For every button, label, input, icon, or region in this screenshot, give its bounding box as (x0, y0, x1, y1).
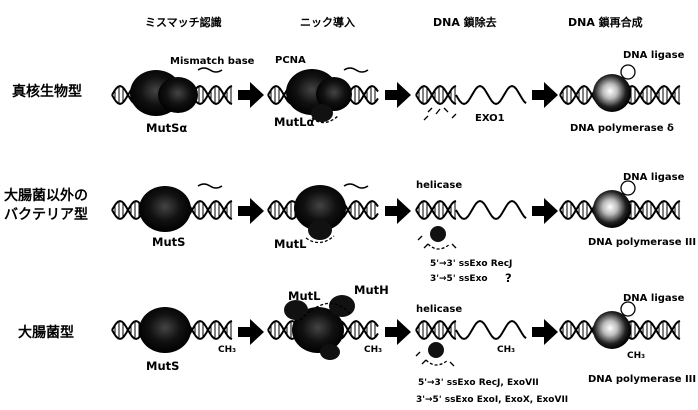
label-pol-delta: DNA polymerase δ (570, 123, 674, 134)
mutS-complex (139, 307, 191, 353)
arrow-icon (385, 319, 411, 345)
label-dna-ligase: DNA ligase (623, 293, 685, 304)
arrow-icon (532, 82, 558, 108)
label-ch3: CH₃ (364, 345, 382, 355)
mismatch-arrow (343, 67, 369, 73)
single-strand-dna (455, 84, 527, 106)
label-mutS-alpha: MutSα (146, 121, 187, 135)
label-ch3: CH₃ (218, 345, 236, 355)
arrow-icon (238, 82, 264, 108)
label-ecoli-exo35: 3'→5' ssExo ExoI, ExoX, ExoVII (416, 395, 568, 405)
label-ecoli-exo53: 5'→3' ssExo RecJ, ExoVII (418, 378, 539, 388)
ligase-polymerase-complex (593, 64, 636, 112)
arrow-icon (532, 198, 558, 224)
arrow-icon (385, 82, 411, 108)
label-dna-ligase: DNA ligase (623, 50, 685, 61)
header-resynthesis: DNA 鎖再合成 (568, 15, 643, 29)
label-bact-exo35: 3'→5' ssExo (430, 274, 488, 284)
excised-nucleotides (415, 351, 455, 367)
label-mutL-alpha: MutLα (274, 115, 314, 129)
header-nick: ニック導入 (300, 15, 355, 29)
mutL-mutH-complex (284, 295, 355, 360)
ligase-polymerase-complex (593, 301, 636, 349)
label-dna-ligase: DNA ligase (623, 172, 685, 183)
label-ch3: CH₃ (497, 345, 515, 355)
label-pol-III: DNA polymerase III (588, 374, 696, 385)
label-helicase-bacteria: helicase (416, 180, 462, 191)
arrow-icon (238, 198, 264, 224)
label-mutS: MutS (146, 359, 179, 373)
mismatch-arrow (197, 183, 223, 189)
arrow-icon (532, 319, 558, 345)
mutS-complex (139, 186, 191, 232)
single-strand-dna (455, 319, 527, 341)
label-bact-exo53: 5'→3' ssExo RecJ (430, 259, 512, 269)
excised-nucleotides (417, 235, 457, 249)
header-recognition: ミスマッチ認識 (145, 15, 222, 29)
ecoli-row: CH₃ MutS MutL MutH CH₃ helicase CH₃ 5'→3… (139, 283, 696, 405)
dna-double-helix (415, 84, 457, 106)
label-helicase-ecoli: helicase (416, 304, 462, 315)
row-label-bacteria-1: 大腸菌以外の (4, 187, 88, 204)
label-pol-III: DNA polymerase III (588, 237, 696, 248)
arrow-icon (385, 198, 411, 224)
row-label-ecoli: 大腸菌型 (18, 324, 74, 341)
mutL-complex (294, 185, 346, 244)
label-ch3: CH₃ (627, 351, 645, 361)
mutL-alpha-complex (286, 69, 352, 124)
row-label-bacteria-2: バクテリア型 (4, 206, 88, 223)
label-pcna: PCNA (275, 55, 306, 66)
arrow-icon (238, 319, 264, 345)
dna-double-helix (415, 199, 457, 221)
label-mismatch-base: Mismatch base (170, 56, 255, 67)
excision-complex (425, 342, 449, 366)
header-excision: DNA 鎖除去 (433, 15, 497, 29)
label-exo1: EXO1 (475, 113, 505, 124)
ligase-polymerase-complex (593, 180, 636, 228)
label-mutL: MutL (274, 237, 307, 251)
eukaryote-row: Mismatch base MutSα PCNA MutLα EXO1 (130, 50, 685, 135)
mutS-alpha-complex (130, 70, 198, 116)
label-question: ? (505, 271, 512, 285)
dna-double-helix (415, 319, 457, 341)
single-strand-dna (455, 199, 527, 221)
excision-complex (427, 226, 451, 250)
label-mutH: MutH (354, 283, 389, 297)
bacteria-row: MutS MutL helicase 5'→3' ssExo RecJ 3'→5… (139, 172, 696, 285)
row-label-eukaryote: 真核生物型 (12, 83, 82, 100)
label-mutS: MutS (152, 235, 185, 249)
excised-nucleotides (423, 107, 457, 121)
mismatch-arrow (343, 183, 369, 189)
label-mutL-ecoli: MutL (288, 289, 321, 303)
mismatch-arrow (197, 67, 223, 73)
